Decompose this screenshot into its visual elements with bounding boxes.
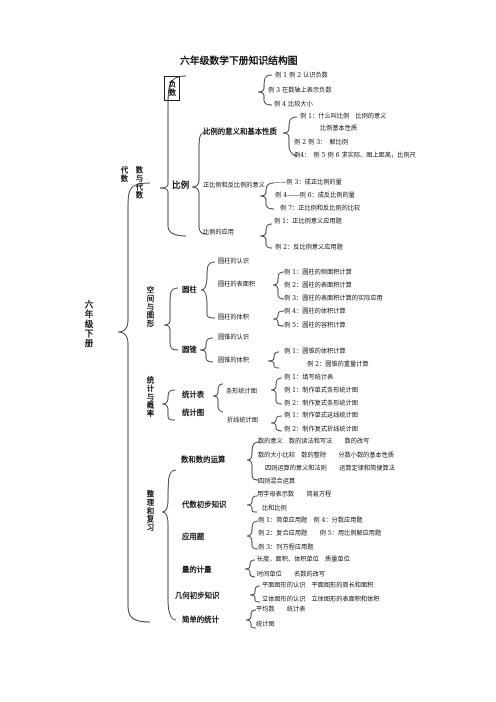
review-yingyong-item-3: 例 3：列方程应用题 <box>258 544 314 551</box>
review-yingyong-brace <box>246 520 259 550</box>
bili-sub1-brace <box>282 116 298 157</box>
kongjian-brace <box>163 287 179 351</box>
zhengli-brace <box>161 469 177 621</box>
yuanzhu-sub3-brace <box>272 310 285 327</box>
fushu-item-3: 例 4 比较大小 <box>274 101 313 108</box>
fushu-item-1: 例 1 例 2 认识负数 <box>275 72 328 79</box>
yuanzhu-sub2-item-3: 例 3：圆柱的表面积计算的实际应用 <box>284 295 383 302</box>
bili-sub3-label: 比例的应用 <box>203 229 234 236</box>
fushu-item-2: 例 3 在数轴上表示负数 <box>268 87 332 94</box>
fushu-node: 负数 <box>164 76 180 101</box>
yuanzhui-brace <box>199 337 214 363</box>
yuanzhu-sub3-label: 圆柱的体积 <box>218 314 249 321</box>
yuanzhui-sub2-item-2: 例 2：圆锥的重量计算 <box>307 361 369 368</box>
yuanzhui-sub1-label: 圆锥的认识 <box>218 334 249 341</box>
bili-sub1-label: 比例的意义和基本性质 <box>203 127 277 136</box>
yuanzhu-brace <box>200 261 216 319</box>
yuanzhu-sub2-item-1: 例 1：圆柱的侧面积计算 <box>284 269 352 276</box>
review-liang-item-1: 长度、面积、体积单位 质量单位 <box>257 556 350 563</box>
tongjitu-sub: 折线统计图 <box>227 417 258 424</box>
tongji-brace <box>161 389 176 421</box>
yuanzhu-sub2-label: 圆柱的表面积 <box>218 281 256 288</box>
fushu-brace <box>257 74 273 106</box>
bili-sub3-item-1: 例 1：正比例意义应用题 <box>274 218 342 225</box>
yuanzhui-sub2-item-1: 例 1：圆锥的体积计算 <box>284 348 346 355</box>
yuanzhu-sub2-brace <box>272 271 285 300</box>
root-node: 六年级下册 <box>83 300 93 348</box>
tongjibiao-brace <box>212 383 224 413</box>
tongjitu-items-brace <box>270 415 283 432</box>
tongjibiao-item-1: 例 1：填写统计表 <box>284 374 334 381</box>
section-dai-shu: 代数 <box>120 166 129 183</box>
tongjibiao-sub: 条形统计图 <box>226 388 257 395</box>
tongjibiao-item-2: 例 1：制作单式条形统计图 <box>284 387 358 394</box>
review-shu-node: 数和数的运算 <box>181 455 226 464</box>
review-yingyong-node: 应用题 <box>182 532 205 541</box>
shu-yu-dai-shu-brace <box>159 75 187 237</box>
review-tongji-brace <box>245 609 257 629</box>
review-jihe-item-2: 立体图形的认识 立体图形的表面积和体积 <box>262 596 380 603</box>
review-shu-item-4: 四则混合运算 <box>258 478 296 485</box>
yuanzhu-sub3-item-1: 例 4：圆柱的体积计算 <box>284 308 346 315</box>
bili-node: 比例 <box>172 181 190 191</box>
section-zhengli: 整理和复习 <box>146 490 155 532</box>
root-brace <box>117 182 151 623</box>
review-liang-item-2: 时间单位 名数的改写 <box>257 571 326 578</box>
review-daishu-brace <box>246 495 258 513</box>
review-tongji-item-2: 统计图 <box>256 621 275 628</box>
review-shu-brace <box>246 441 260 481</box>
section-tongji: 统计与概率 <box>146 376 155 418</box>
review-daishu-node: 代数初步知识 <box>182 500 227 509</box>
yuanzhu-sub3-item-2: 例 5：圆柱的容积计算 <box>284 322 346 329</box>
review-jihe-node: 几何初步知识 <box>175 591 220 600</box>
bili-sub2-brace <box>259 182 275 210</box>
tongjibiao-node: 统计表 <box>182 390 205 399</box>
review-daishu-item-2: 比和比例 <box>262 505 287 512</box>
yuanzhu-sub2-item-2: 例 2：圆柱的表面积计算 <box>284 282 352 289</box>
bili-sub1-item-4: 例4： 例 5 例 6 求实际、图上距离，比例尺 <box>294 152 416 159</box>
bili-brace <box>191 131 208 235</box>
yuanzhui-node: 圆锥 <box>182 345 197 354</box>
bili-sub1-item-3: 例 2 例 3： 解比例 <box>294 139 348 146</box>
review-shu-item-3: 四则运算的意义和法则 运算定律和简便算法 <box>265 465 395 472</box>
bili-sub1-item-2: 比例基本性质 <box>320 125 358 132</box>
review-daishu-item-1: 用字母表示数 简易方程 <box>257 491 332 498</box>
bili-sub1-item-1: 例 1：什么叫比例 比例的意义 <box>300 113 387 120</box>
bili-sub2-label: 正比例和反比例的意义 <box>203 182 265 189</box>
review-jihe-brace <box>249 585 261 603</box>
review-tongji-item-1: 平均数 统计表 <box>256 606 306 613</box>
yuanzhu-sub1-label: 圆柱的认识 <box>218 258 249 265</box>
bili-sub2-item-2: 例 4——例 6：成反比例的量 <box>275 192 355 199</box>
review-liang-node: 量的计量 <box>182 565 212 574</box>
yuanzhui-sub2-brace <box>267 351 280 369</box>
section-shu-yu-dai-shu: 数与代数 <box>135 166 144 200</box>
review-tongji-node: 简单的统计 <box>182 615 219 624</box>
review-shu-item-1: 数的意义 数的读法和写法 数的改写 <box>258 438 370 445</box>
review-jihe-item-1: 平面图形的认识 平面图形的周长和面积 <box>262 582 374 589</box>
tongjitu-node: 统计图 <box>182 408 205 417</box>
tongjitu-item-1: 例 1：制作单式这线统计图 <box>284 412 358 419</box>
bili-sub2-item-3: 例 7：正比例和反比例的比较 <box>280 205 361 212</box>
tongjibiao-items-brace <box>270 377 283 405</box>
tongjitu-item-2: 例 2：制作复式折线统计图 <box>284 426 358 433</box>
section-kongjian: 空间与图形 <box>146 286 155 328</box>
review-liang-brace <box>244 559 256 578</box>
diagram-title: 六年级数学下册知识结构图 <box>180 56 298 67</box>
review-yingyong-item-1: 例 1：简单应用题 例 4：分数应用题 <box>258 517 363 524</box>
review-shu-item-2: 数的大小比较 数的整除 分数小数的基本性质 <box>258 452 395 459</box>
yuanzhu-node: 圆柱 <box>182 285 197 294</box>
bili-sub3-item-2: 例 2：反比例意义应用题 <box>275 244 343 251</box>
bili-sub3-brace <box>259 223 273 249</box>
yuanzhui-sub2-label: 圆锥的体积 <box>218 357 249 364</box>
review-yingyong-item-2: 例 2：复合应用题 例 5：用比例解应用题 <box>258 530 382 537</box>
bili-sub2-item-1: ——例 3：成正比例的量 <box>274 179 342 186</box>
tongjibiao-item-3: 例 2：制作复式条形统计图 <box>284 400 358 407</box>
